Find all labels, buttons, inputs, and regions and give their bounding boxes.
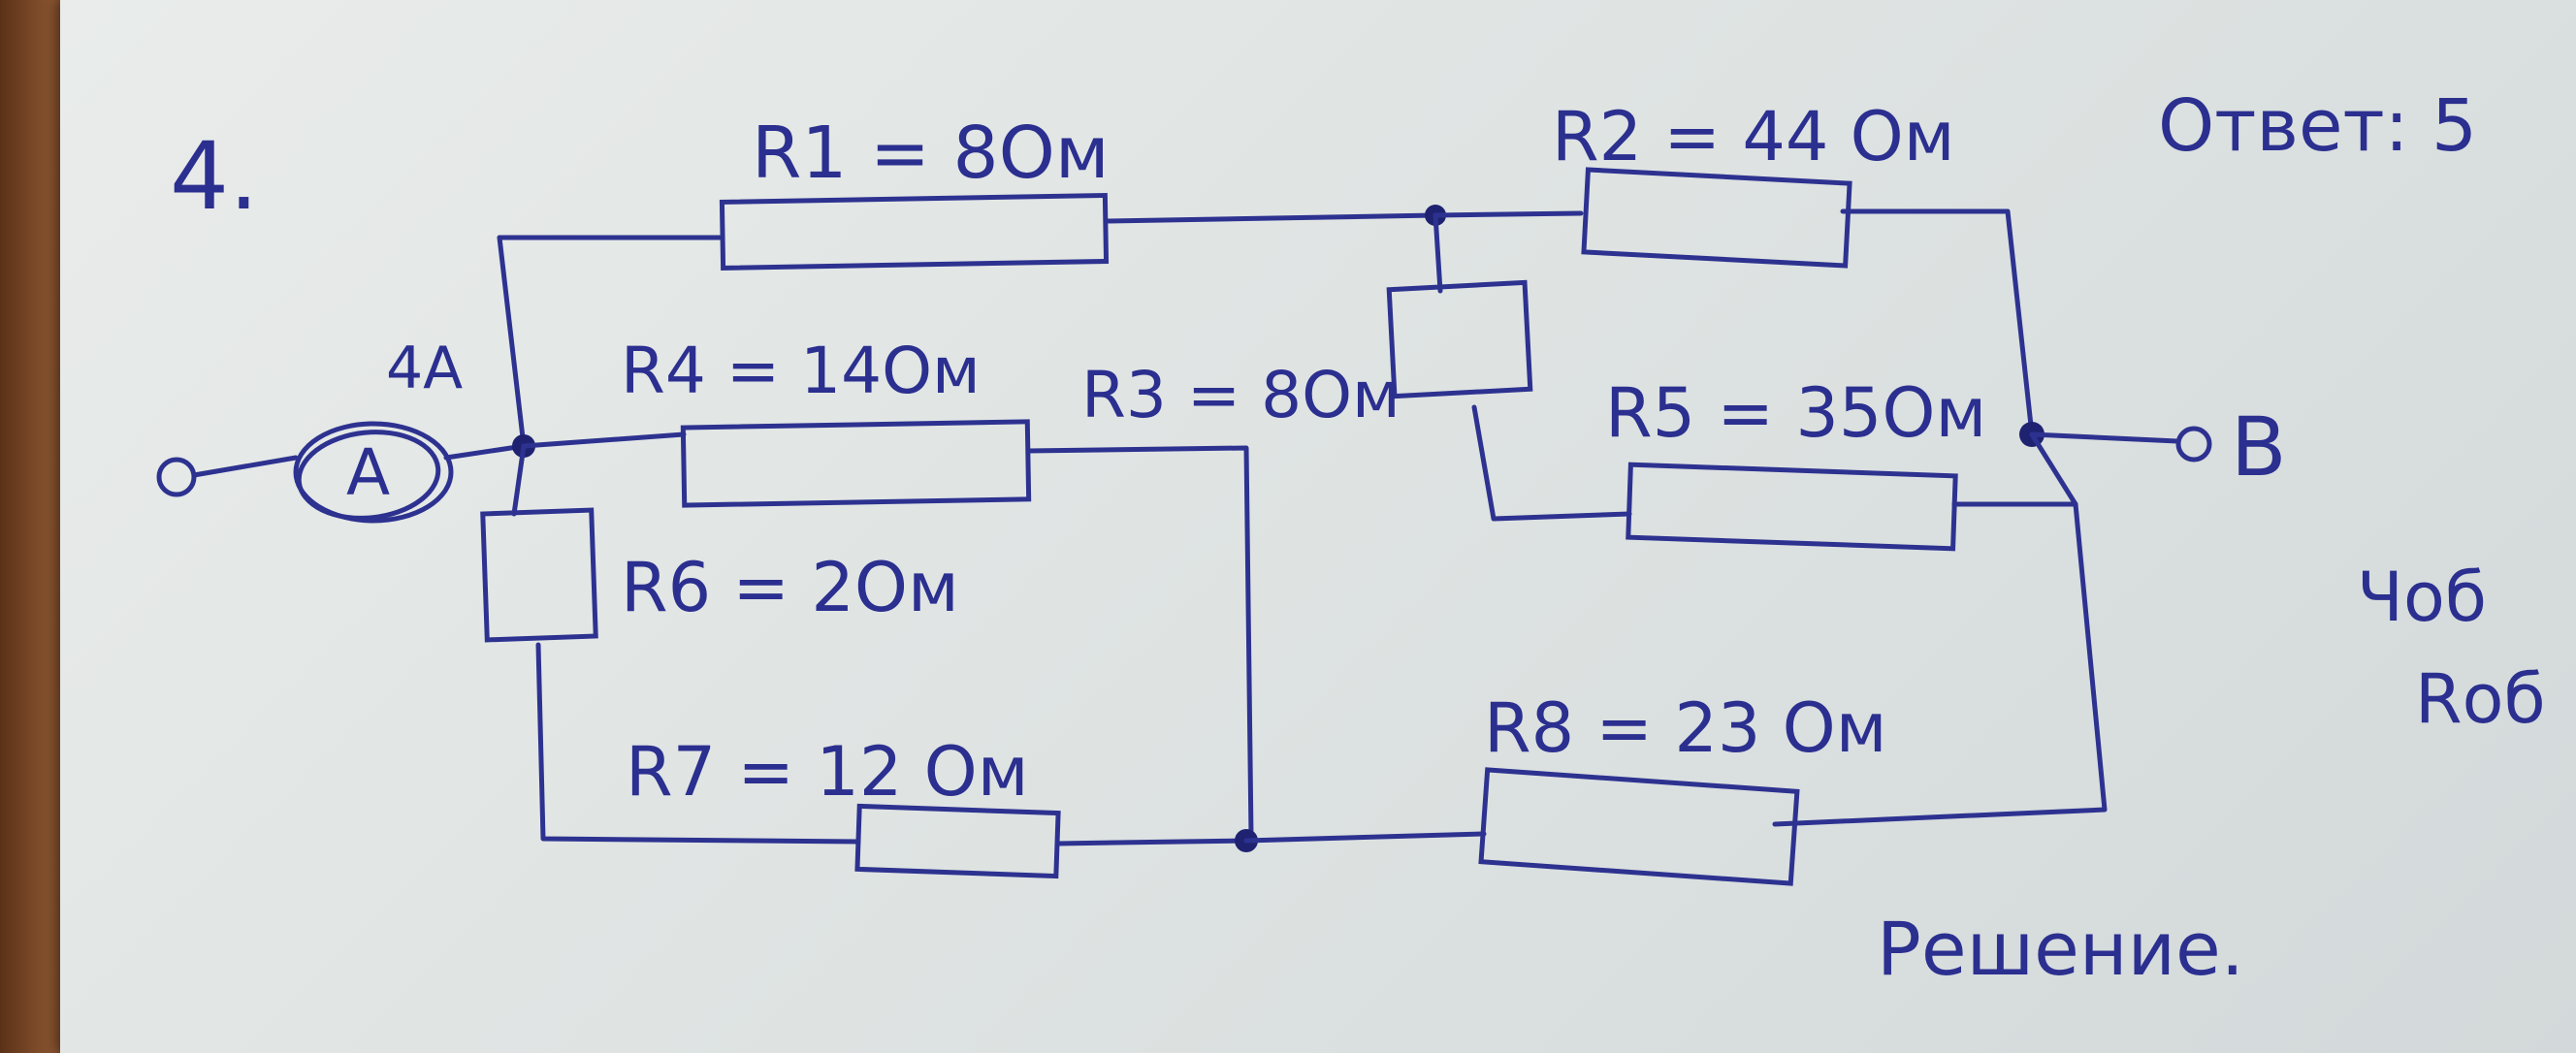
wire-node-to-r2 <box>1433 210 1584 218</box>
resistor-r5 <box>1626 462 1958 552</box>
label-r8: R8 = 23 Ом <box>1484 688 1887 768</box>
wire-ammeter-to-node <box>443 443 527 461</box>
wire-r3-down <box>1471 404 1632 522</box>
resistor-r4 <box>680 419 1032 508</box>
resistor-r8 <box>1478 767 1800 886</box>
terminal-b <box>2175 426 2212 463</box>
margin-note-line-2: Чоб <box>2357 558 2487 637</box>
terminal-a <box>156 457 197 497</box>
problem-number: 4. <box>170 122 259 231</box>
label-r6: R6 = 2Ом <box>621 548 959 627</box>
wire-r7-right <box>1054 838 1249 846</box>
wire-r2-right <box>1840 208 2035 437</box>
label-r7: R7 = 12 Ом <box>626 732 1029 812</box>
resistor-r6 <box>480 507 598 643</box>
wire-r4-right <box>1025 445 1254 839</box>
wire-terminal-to-ammeter <box>191 455 299 478</box>
resistor-r7 <box>854 803 1061 879</box>
resistor-r3 <box>1386 279 1533 399</box>
resistor-r2 <box>1581 167 1852 269</box>
wire-left-vertical <box>497 235 527 449</box>
solution-label: Решение. <box>1877 906 2244 992</box>
ammeter-symbol: A <box>346 435 390 510</box>
wire-to-terminal-b <box>2029 431 2180 444</box>
current-label: 4A <box>386 335 463 402</box>
wire-node-to-r3 <box>1433 212 1443 294</box>
margin-note-line-3: Rоб <box>2415 659 2546 739</box>
label-r1: R1 = 8Ом <box>752 112 1110 195</box>
paper-sheet <box>60 0 2576 1053</box>
wire-node-to-r6 <box>511 443 527 517</box>
label-r3: R3 = 8Ом <box>1081 358 1401 432</box>
wire-r1-to-node <box>1103 212 1438 224</box>
label-r4: R4 = 14Ом <box>621 334 981 408</box>
label-r5: R5 = 35Ом <box>1605 373 1986 453</box>
ammeter-circle <box>293 421 454 524</box>
label-r2: R2 = 44 Ом <box>1552 97 1955 176</box>
resistor-r1 <box>719 192 1110 271</box>
wire-node-to-r4 <box>521 431 687 449</box>
margin-answer: Ответ: 5 <box>2158 84 2477 168</box>
terminal-b-label: B <box>2231 399 2287 495</box>
wire-node-to-r8 <box>1243 831 1487 844</box>
wire-r6-down <box>535 642 861 845</box>
wire-right-down <box>1772 431 2108 827</box>
ammeter-circle-overdraw <box>296 430 441 521</box>
